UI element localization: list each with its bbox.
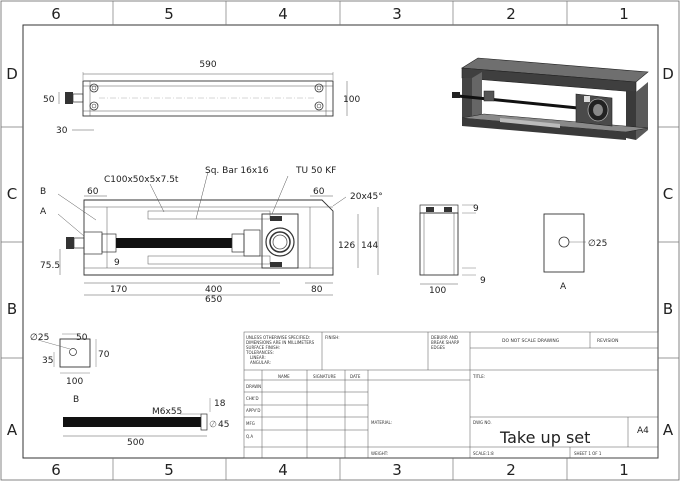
label-b: B (40, 187, 46, 197)
zone-col-1-bottom: 1 (619, 461, 629, 479)
isometric-view (452, 57, 649, 140)
dim-50-b: 50 (76, 333, 88, 343)
dim-100-b: 100 (66, 377, 83, 387)
row-mfg: MFG (246, 421, 255, 426)
dim-500-screw: 500 (127, 438, 144, 448)
label-a: A (40, 207, 47, 217)
dim-9-front: 9 (114, 258, 120, 268)
note-line-6: ANGULAR: (250, 360, 271, 365)
dim-126: 126 (338, 241, 355, 251)
label-take-up-unit: TU 50 KF (295, 166, 336, 176)
row-qa: Q.A (246, 434, 253, 439)
material-label: MATERIAL: (371, 420, 392, 425)
dim-70-b: 70 (98, 350, 110, 360)
zone-row-d-left: D (6, 65, 18, 83)
zone-col-6-bottom: 6 (51, 461, 61, 479)
zone-row-a-left: A (7, 421, 18, 439)
dim-590: 590 (199, 60, 216, 70)
dim-144: 144 (361, 241, 378, 251)
drawing-title: Take up set (499, 428, 590, 447)
note-line-1: UNLESS OTHERWISE SPECIFIED: (246, 335, 310, 340)
finish-label: FINISH: (325, 335, 340, 340)
zone-col-1-top: 1 (619, 5, 629, 23)
deburr-line-3: EDGES (431, 345, 445, 350)
dim-dia-25-b: ∅25 (30, 333, 49, 343)
view-a-label: A (560, 282, 567, 292)
col-name: NAME (278, 374, 290, 379)
scale-label: SCALE:1:8 (473, 451, 494, 456)
dim-30: 30 (56, 126, 68, 136)
dim-m6x55: M6x55 (152, 407, 182, 417)
zone-col-6-top: 6 (51, 5, 61, 23)
view-a: ∅25 A (543, 213, 607, 292)
sheet-number: SHEET 1 OF 1 (574, 451, 602, 456)
row-chkd: CHK'D (246, 396, 259, 401)
top-view: 590 50 100 30 (43, 60, 360, 136)
do-not-scale: DO NOT SCALE DRAWING (502, 338, 560, 344)
row-drawn: DRAWN (246, 384, 261, 389)
col-date: DATE (350, 374, 361, 379)
zone-col-2-bottom: 2 (506, 461, 516, 479)
dim-100: 100 (343, 95, 360, 105)
dim-75-5: 75.5 (40, 261, 60, 271)
dim-170: 170 (110, 285, 127, 295)
zone-col-3-top: 3 (392, 5, 402, 23)
dim-50: 50 (43, 95, 55, 105)
zone-col-4-top: 4 (278, 5, 288, 23)
zone-col-4-bottom: 4 (278, 461, 288, 479)
note-line-5: LINEAR: (250, 355, 266, 360)
title-label: TITLE: (472, 374, 485, 379)
dim-60-right: 60 (313, 187, 325, 197)
dim-dia-45-screw: 45 (218, 420, 229, 430)
front-view: C100x50x5x7.5t Sq. Bar 16x16 TU 50 KF B … (40, 166, 383, 305)
dim-400: 400 (205, 285, 222, 295)
dim-9-side-bottom: 9 (480, 276, 486, 286)
zone-row-c-right: C (663, 185, 673, 203)
zone-row-d-right: D (662, 65, 674, 83)
zone-row-b-right: B (663, 300, 673, 318)
screw-view: M6x55 18 45 500 (63, 398, 229, 448)
zone-col-5-bottom: 5 (164, 461, 174, 479)
weight-label: WEIGHT: (371, 451, 388, 456)
view-b: ∅25 50 70 35 100 B (30, 333, 110, 405)
dwg-no-label: DWG NO. (473, 420, 492, 425)
label-channel: C100x50x5x7.5t (104, 175, 179, 185)
note-line-4: TOLERANCES: (245, 350, 274, 355)
note-line-2: DIMENSIONS ARE IN MILLIMETERS (246, 340, 315, 345)
zone-col-5-top: 5 (164, 5, 174, 23)
zone-row-b-left: B (7, 300, 17, 318)
dim-80: 80 (311, 285, 323, 295)
row-appvd: APPV'D (246, 408, 260, 413)
col-signature: SIGNATURE (313, 374, 336, 379)
dim-18-screw: 18 (214, 399, 226, 409)
deburr-line-2: BREAK SHARP (431, 340, 460, 345)
zone-col-2-top: 2 (506, 5, 516, 23)
revision-label: REVISION (597, 338, 618, 344)
dim-35-b: 35 (42, 356, 53, 366)
dim-60-left: 60 (87, 187, 99, 197)
zone-row-a-right: A (663, 421, 674, 439)
sheet-size: A4 (637, 426, 649, 436)
label-square-bar: Sq. Bar 16x16 (205, 166, 269, 176)
side-view: 9 9 100 (419, 204, 486, 296)
zone-col-3-bottom: 3 (392, 461, 402, 479)
title-block (243, 331, 659, 459)
dim-650: 650 (205, 295, 222, 305)
note-line-3: SURFACE FINISH: (246, 345, 280, 350)
dim-100-side: 100 (429, 286, 446, 296)
deburr-line-1: DEBURR AND (431, 335, 458, 340)
view-b-label: B (73, 395, 79, 405)
dim-dia-25-a: ∅25 (588, 239, 607, 249)
label-chamfer: 20x45° (350, 192, 383, 202)
dim-9-side-top: 9 (473, 204, 479, 214)
zone-row-c-left: C (7, 185, 17, 203)
